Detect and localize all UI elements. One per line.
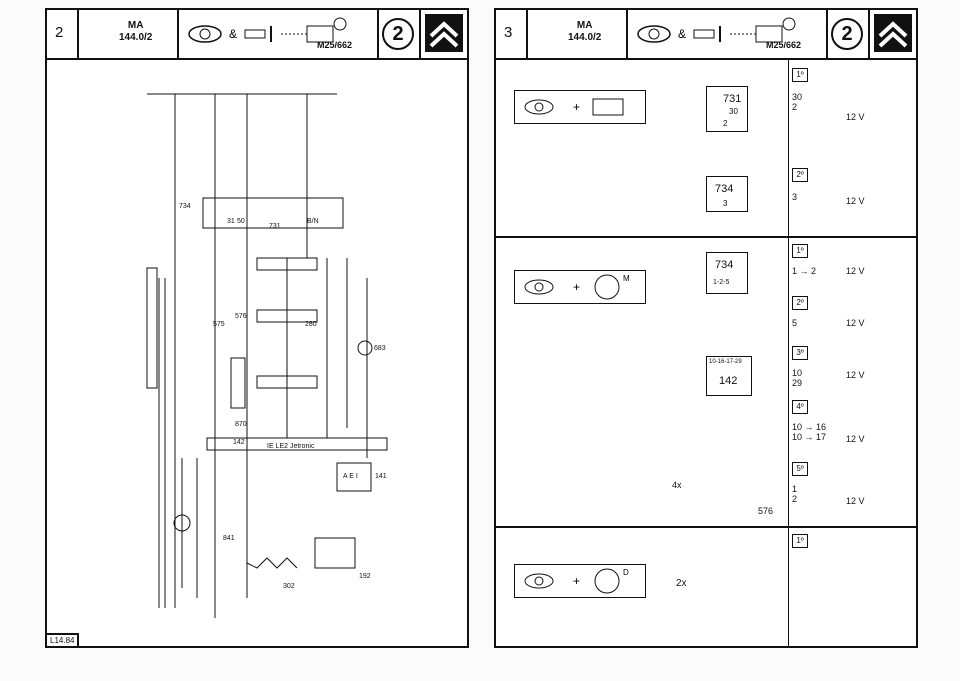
footer-code: L14.84 (45, 633, 80, 648)
component-734: 734 3 (706, 176, 748, 212)
svg-text:302: 302 (283, 583, 295, 590)
header-symbols: & (626, 10, 828, 58)
reference: M25/662 (766, 40, 802, 50)
ignition-plus-d-component: +D (514, 564, 646, 598)
svg-text:B/N: B/N (307, 218, 319, 225)
ignition-plus-motor: +M (514, 270, 646, 304)
svg-text:576: 576 (235, 313, 247, 320)
test-row-2: +M 734 1-2-5 10-16-17-29 142 4x 576 1º 1… (496, 236, 916, 528)
svg-text:31: 31 (227, 218, 235, 225)
svg-text:192: 192 (359, 573, 371, 580)
svg-text:141: 141 (375, 473, 387, 480)
svg-text:D: D (623, 568, 629, 577)
column-separator (788, 58, 789, 646)
svg-text:+: + (573, 100, 580, 114)
brand-logo-icon (425, 14, 463, 52)
svg-text:734: 734 (179, 203, 191, 210)
svg-text:+: + (573, 574, 580, 588)
component-734: 734 1-2-5 (706, 252, 748, 294)
svg-text:280: 280 (305, 321, 317, 328)
wiring-diagram: 734 731 31 50 B/N 575 576 280 683 870 14… (146, 93, 388, 618)
test-row-1: + 731 30 2 734 3 1º 30 2 12 V 2º 3 12 V (496, 58, 916, 238)
svg-text:683: 683 (374, 345, 386, 352)
svg-text:A E I: A E I (343, 473, 358, 480)
circled-number: 2 (382, 18, 414, 50)
ignition-plus-relay-icons: & (637, 17, 796, 43)
component-731: 731 30 2 (706, 86, 748, 132)
svg-text:731: 731 (269, 223, 281, 230)
svg-text:870: 870 (235, 421, 247, 428)
circled-number: 2 (831, 18, 863, 50)
svg-text:&: & (229, 27, 237, 41)
test-row-3: +D 2x 1º (496, 526, 916, 646)
svg-text:50: 50 (237, 218, 245, 225)
svg-text:+: + (573, 280, 580, 294)
svg-text:M: M (623, 274, 630, 283)
brand-logo-icon (874, 14, 912, 52)
ignition-plus-relay-icons: & (188, 17, 347, 43)
svg-text:142: 142 (233, 439, 245, 446)
page-number: 2 (55, 24, 64, 41)
svg-text:IE LE2 Jetronic: IE LE2 Jetronic (267, 443, 315, 450)
ignition-plus-battery: + (514, 90, 646, 124)
header-symbols: & (177, 10, 379, 58)
svg-text:575: 575 (213, 321, 225, 328)
svg-text:&: & (678, 27, 686, 41)
page-number: 3 (504, 24, 513, 41)
svg-text:841: 841 (223, 535, 235, 542)
component-142: 10-16-17-29 142 (706, 356, 752, 396)
reference: M25/662 (317, 40, 353, 50)
